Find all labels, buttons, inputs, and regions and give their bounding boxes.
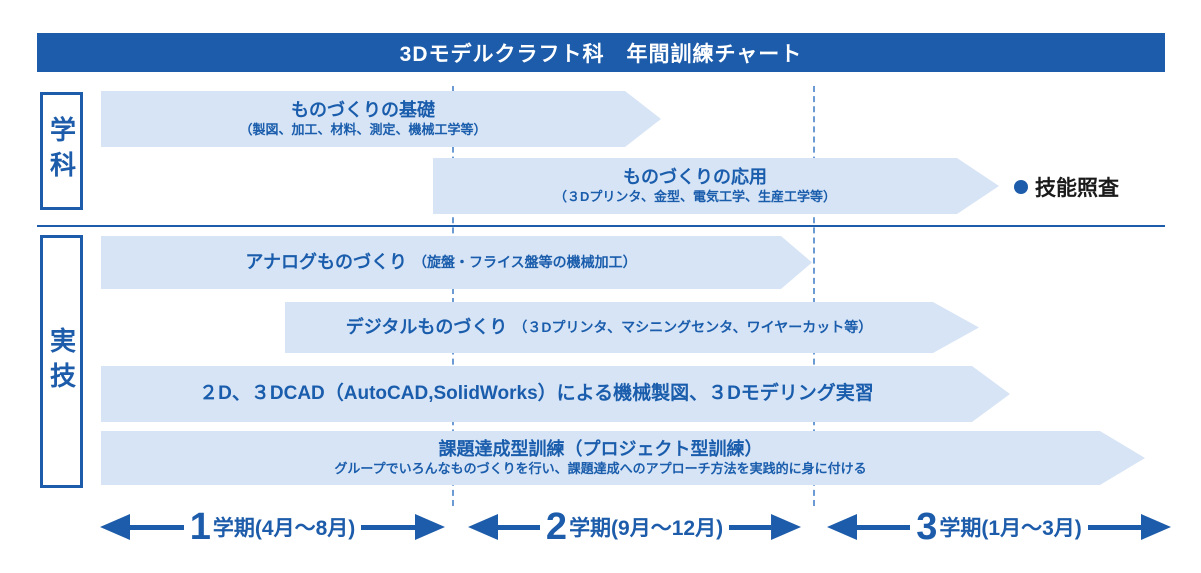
section-box-practical: 実技: [40, 235, 83, 488]
term-label-3: 3 学期(1月～3月): [916, 508, 1082, 546]
arrow-shaft: [729, 524, 772, 530]
term-arrow-1: 1 学期(4月～8月): [100, 505, 445, 549]
term-arrow-2: 2 学期(9月～12月): [468, 505, 802, 549]
term-number: 2: [545, 506, 568, 548]
section-divider-line: [37, 225, 1165, 227]
course-subtitle: （３Dプリンタ、マシニングセンタ、ワイヤーカット等）: [513, 319, 873, 336]
term-text: 学期(4月～8月): [212, 517, 356, 540]
arrow-right-icon: [1141, 514, 1171, 540]
arrow-left-icon: [468, 514, 498, 540]
course-subtitle: （３Dプリンタ、金型、電気工学、生産工学等）: [554, 189, 836, 205]
section-box-academic: 学科: [40, 92, 83, 210]
section-label-academic: 学科: [46, 116, 77, 186]
chart-title: 3Dモデルクラフト科 年間訓練チャート: [399, 42, 803, 66]
course-bar-digital-monodzukuri: デジタルものづくり （３Dプリンタ、マシニングセンタ、ワイヤーカット等）: [285, 302, 979, 353]
term-separator-line-1: [452, 86, 454, 506]
course-subtitle: グループでいろんなものづくりを行い、課題達成へのアプローチ方法を実践的に身に付け…: [334, 461, 867, 477]
term-text: 学期(9月～12月): [569, 517, 724, 540]
bullet-dot-icon: [1014, 180, 1028, 194]
course-bar-monodzukuri-applied: ものづくりの応用 （３Dプリンタ、金型、電気工学、生産工学等）: [433, 158, 999, 214]
course-subtitle: （旋盤・フライス盤等の機械加工）: [413, 254, 637, 271]
course-title: アナログものづくり: [245, 251, 408, 272]
arrow-shaft: [857, 524, 911, 530]
course-title: ものづくりの応用: [623, 166, 767, 187]
arrow-left-icon: [827, 514, 857, 540]
course-title: ２D、３DCAD（AutoCAD,SolidWorks）による機械製図、３Dモデ…: [199, 382, 874, 404]
course-bar-project-training: 課題達成型訓練（プロジェクト型訓練） グループでいろんなものづくりを行い、課題達…: [101, 431, 1145, 485]
term-separator-line-2: [813, 86, 815, 506]
chart-header: 3Dモデルクラフト科 年間訓練チャート: [37, 33, 1165, 72]
course-bar-monodzukuri-basics: ものづくりの基礎 （製図、加工、材料、測定、機械工学等）: [101, 91, 661, 147]
term-label-2: 2 学期(9月～12月): [546, 508, 723, 546]
course-bar-analog-monodzukuri: アナログものづくり （旋盤・フライス盤等の機械加工）: [101, 236, 812, 289]
course-title: ものづくりの基礎: [291, 99, 435, 120]
term-number: 3: [916, 506, 938, 548]
arrow-shaft: [498, 524, 540, 530]
arrow-shaft: [1087, 524, 1141, 530]
term-arrow-3: 3 学期(1月～3月): [827, 505, 1171, 549]
arrow-right-icon: [771, 514, 802, 540]
course-subtitle: （製図、加工、材料、測定、機械工学等）: [239, 122, 487, 138]
arrow-right-icon: [415, 514, 445, 540]
arrow-shaft: [130, 524, 184, 530]
term-number: 1: [189, 506, 211, 548]
section-label-practical: 実技: [46, 326, 77, 397]
arrow-shaft: [361, 524, 415, 530]
term-text: 学期(1月～3月): [939, 517, 1082, 540]
course-title: 課題達成型訓練（プロジェクト型訓練）: [438, 438, 763, 459]
course-bar-cad-training: ２D、３DCAD（AutoCAD,SolidWorks）による機械製図、３Dモデ…: [101, 366, 1010, 422]
milestone-label: 技能照査: [1035, 177, 1119, 200]
course-title: デジタルものづくり: [345, 316, 508, 337]
skill-examination-milestone: 技能照査: [1014, 174, 1119, 200]
term-label-1: 1 学期(4月～8月): [190, 508, 356, 546]
arrow-left-icon: [100, 514, 130, 540]
